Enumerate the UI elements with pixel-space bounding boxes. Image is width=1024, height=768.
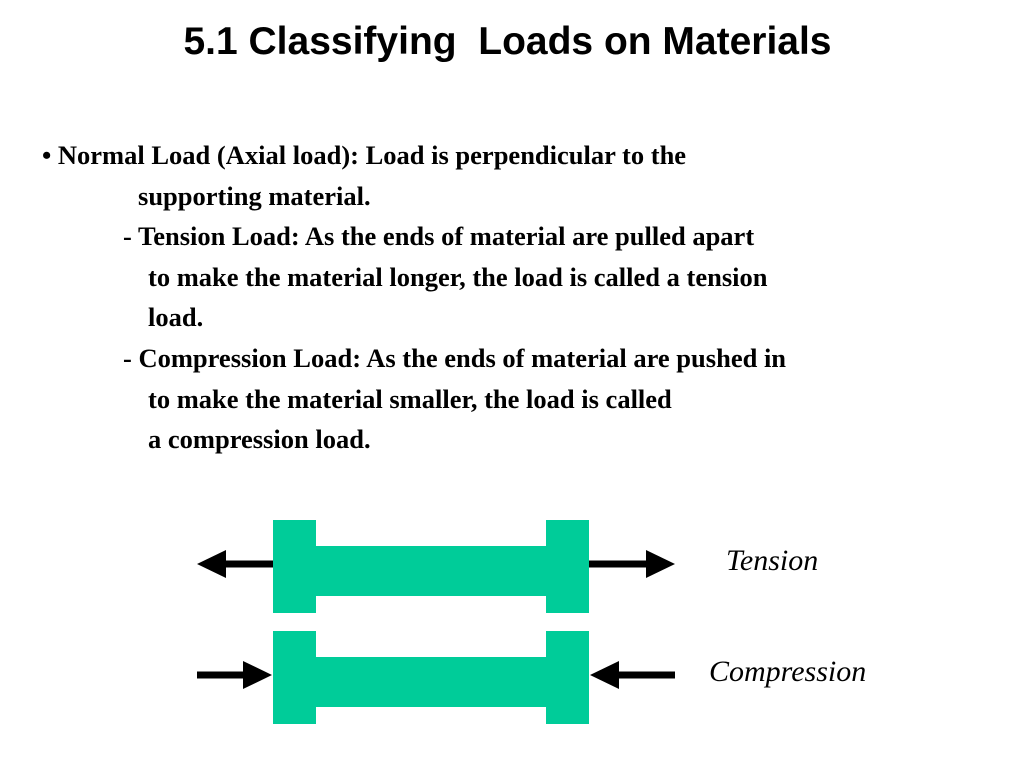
compression-right-grip [546, 631, 589, 724]
tension-specimen [273, 520, 589, 613]
compression-left-arrow [197, 661, 272, 689]
compression-specimen [273, 631, 589, 724]
bullet-normal-load: • Normal Load (Axial load): Load is perp… [42, 140, 687, 170]
tension-left-grip [273, 520, 316, 613]
normal-load-continuation: supporting material. [138, 180, 371, 211]
tension-load-line: - Tension Load: As the ends of material … [123, 221, 755, 252]
tension-left-arrow [197, 550, 273, 578]
compression-left-grip [273, 631, 316, 724]
compression-load-continuation-2: a compression load. [148, 424, 371, 455]
compression-label: Compression [709, 655, 867, 688]
tension-load-continuation-2: load. [148, 302, 204, 333]
tension-right-grip [546, 520, 589, 613]
tension-right-arrow [589, 550, 675, 578]
tension-shaft [316, 546, 546, 596]
slide-title: 5.1 Classifying Loads on Materials [183, 20, 832, 63]
slide-body: • Normal Load (Axial load): Load is perp… [42, 135, 1012, 460]
compression-right-arrow [590, 661, 675, 689]
tension-label: Tension [726, 544, 819, 577]
tension-load-continuation-1: to make the material longer, the load is… [148, 261, 768, 292]
compression-load-continuation-1: to make the material smaller, the load i… [148, 383, 672, 414]
compression-shaft [316, 657, 546, 707]
compression-load-line: - Compression Load: As the ends of mater… [123, 342, 787, 373]
